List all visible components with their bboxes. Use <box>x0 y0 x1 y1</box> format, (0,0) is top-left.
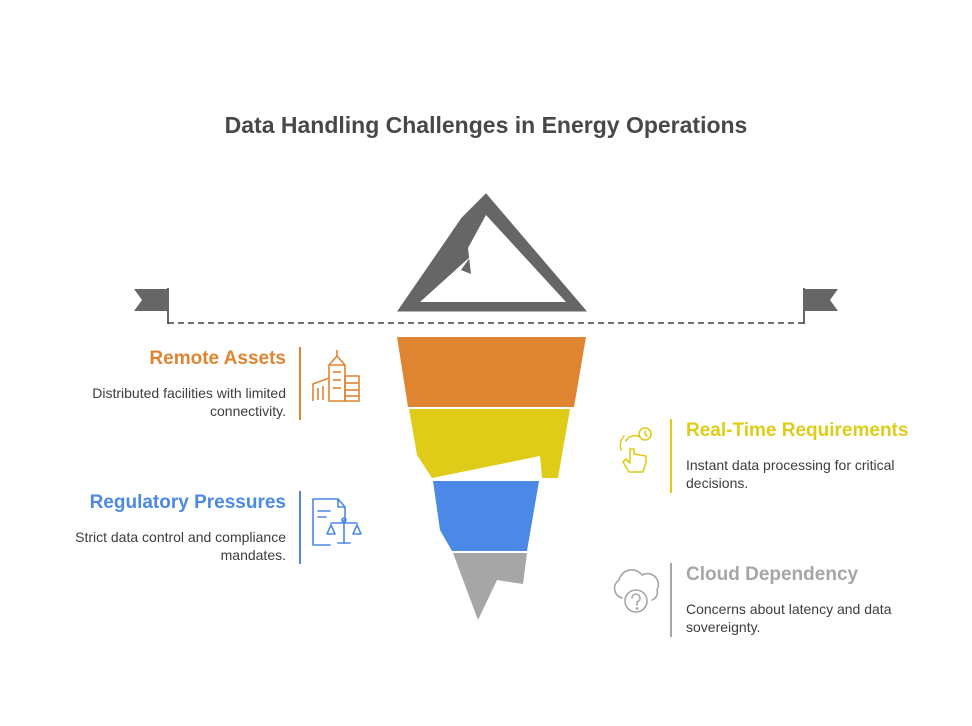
layer-real-time-requirements <box>409 409 570 478</box>
buildings-icon <box>312 350 360 402</box>
regulatory-pressures-title: Regulatory Pressures <box>89 492 286 513</box>
tap-clock-icon <box>619 427 652 473</box>
cloud-dependency-divider <box>670 563 672 637</box>
cloud-dependency-description: Concerns about latency and data sovereig… <box>686 601 892 635</box>
remote-assets-description: Distributed facilities with limited conn… <box>92 385 286 419</box>
cloud-dependency-title: Cloud Dependency <box>686 564 859 585</box>
layer-remote-assets <box>397 337 586 407</box>
diagram-title: Data Handling Challenges in Energy Opera… <box>224 112 748 138</box>
regulatory-pressures-divider <box>299 491 301 564</box>
iceberg-tip <box>397 193 588 312</box>
layer-regulatory-pressures <box>433 481 539 551</box>
regulatory-pressures-description: Strict data control and compliance manda… <box>75 529 286 563</box>
remote-assets-title: Remote Assets <box>149 348 286 369</box>
remote-assets-divider <box>299 347 301 420</box>
layer-cloud-dependency <box>453 553 527 620</box>
left-flag-icon <box>134 288 169 324</box>
document-scale-icon <box>312 498 362 546</box>
cloud-question-icon <box>613 569 660 613</box>
real-time-requirements-title: Real-Time Requirements <box>686 420 909 441</box>
real-time-requirements-divider <box>670 419 672 493</box>
real-time-requirements-description: Instant data processing for critical dec… <box>686 457 895 491</box>
right-flag-icon <box>803 288 838 324</box>
